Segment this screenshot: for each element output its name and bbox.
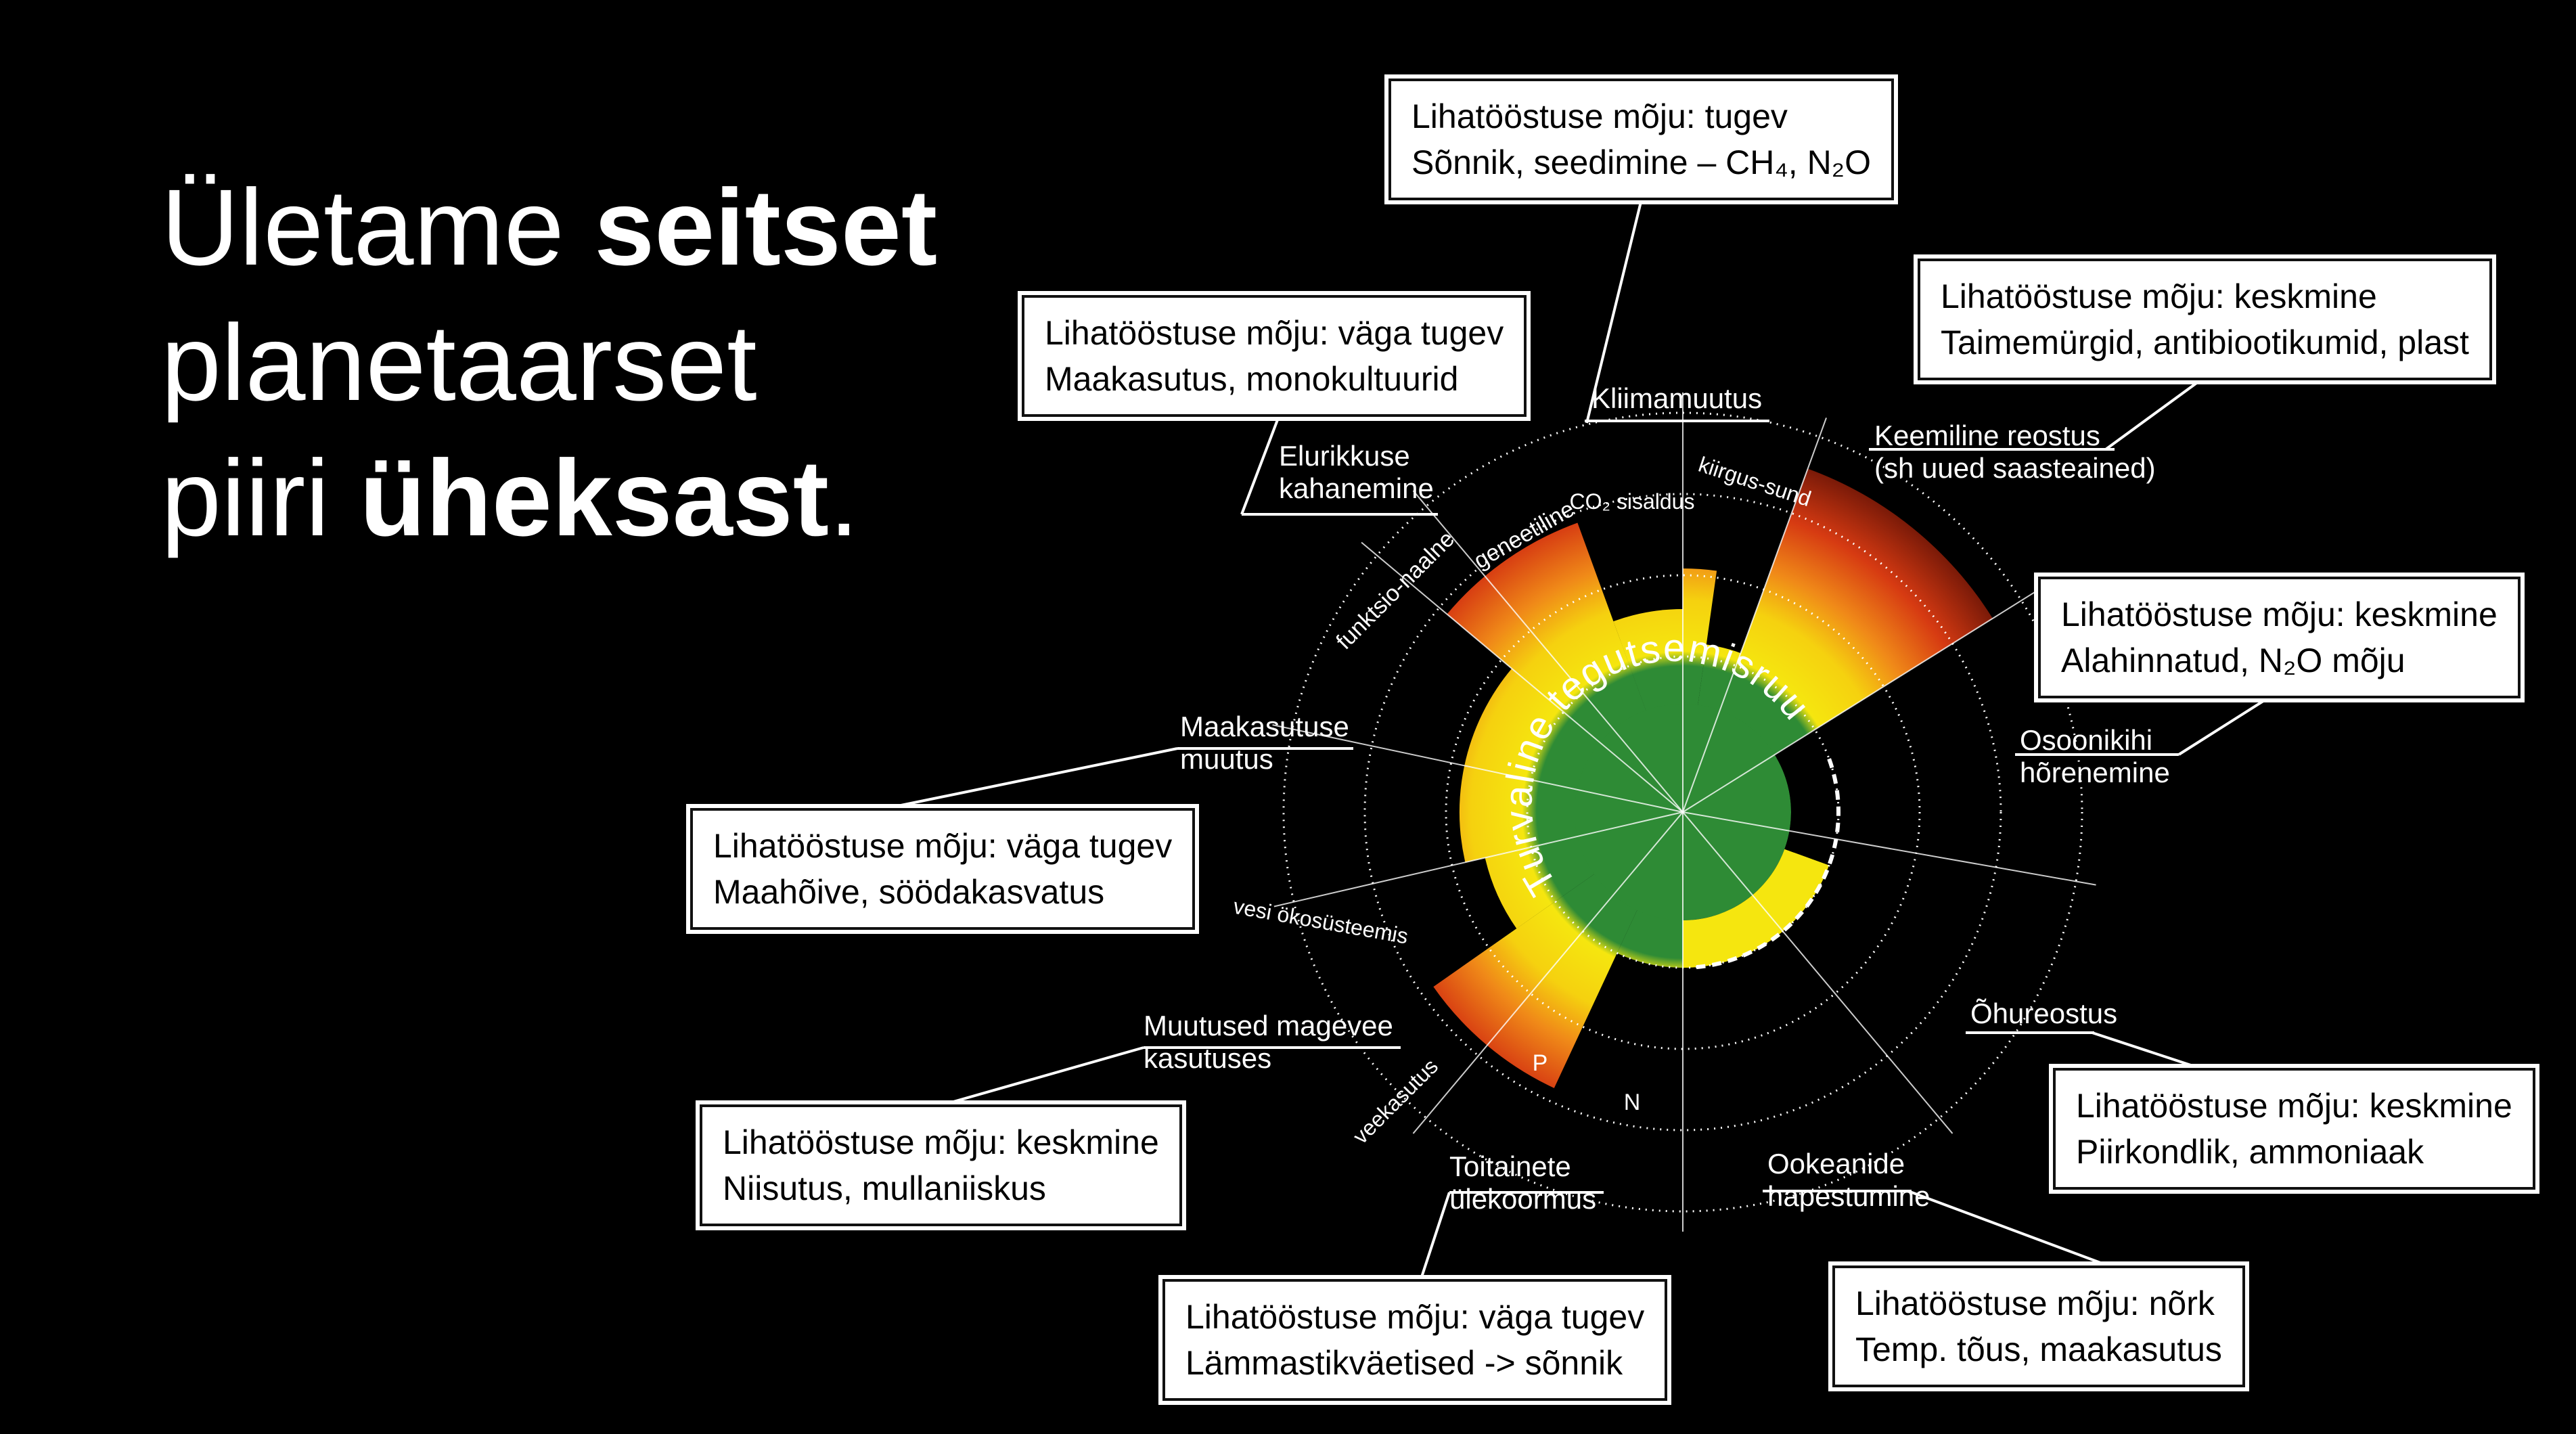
spoke-3	[1682, 589, 2039, 813]
headline-part3: piiri	[161, 437, 360, 558]
label-water-l2: kasutuses	[1144, 1042, 1272, 1074]
overshoot-sector-8	[1459, 765, 1683, 863]
label-chemical: Keemiline reostus(sh uued saasteained)	[1874, 420, 2156, 485]
headline: Ületame seitset planetaarset piiri üheks…	[161, 160, 937, 566]
callout-ozone-line2: Alahinnatud, N₂O mõju	[2061, 642, 2405, 679]
safe-zone-notch	[1776, 753, 1801, 853]
label-nutrients-l2: ülekoormus	[1449, 1183, 1597, 1215]
callout-nutrients-line1: Lihatööstuse mõju: väga tugev	[1185, 1298, 1645, 1336]
headline-bold3: üheksast	[359, 437, 830, 558]
leader-water	[943, 1046, 1144, 1106]
leader-lines	[887, 187, 2282, 1280]
leader-chemical	[2104, 367, 2217, 451]
spoke-5	[1682, 811, 1953, 1134]
callout-air-line2: Piirkondlik, ammoniaak	[2076, 1133, 2424, 1171]
sub-label-green-water: vesi ökosüsteemis	[1231, 894, 1410, 949]
callout-ocean-line2: Temp. tõus, maakasutus	[1855, 1330, 2222, 1368]
leader-air	[2092, 1031, 2200, 1069]
callout-ocean-line1: Lihatööstuse mõju: nõrk	[1855, 1284, 2215, 1322]
callout-chemical-line2: Taimemürgid, antibiootikumid, plast	[1941, 323, 2469, 361]
spoke-7	[1412, 811, 1684, 1134]
sector-dividers	[1272, 393, 2096, 1232]
callout-chemical-line1: Lihatööstuse mõju: keskmine	[1941, 277, 2377, 315]
callout-biodiversity-line2: Maakasutus, monokultuurid	[1045, 360, 1459, 398]
label-land-l1: Maakasutuse	[1180, 711, 1349, 742]
spoke-10	[1361, 541, 1684, 813]
spoke-0	[1412, 490, 1684, 813]
leader-ocean	[1907, 1190, 2108, 1267]
callout-nutrients-line2: Lämmastikväetised -> sõnnik	[1185, 1344, 1623, 1382]
leader-land	[887, 747, 1178, 809]
label-climate-l1: Kliimamuutus	[1591, 382, 1763, 414]
safe-zone-yellow-band	[1683, 849, 1830, 968]
label-water-l1: Muutused magevee	[1144, 1010, 1393, 1041]
spoke-4	[1682, 811, 2096, 886]
sub-label-p: P	[1533, 1050, 1548, 1076]
label-land-l2: muutus	[1180, 743, 1273, 775]
label-ocean-l2: hapestumine	[1767, 1180, 1930, 1212]
overshoot-sector-4	[1683, 468, 1993, 812]
label-nutrients-l1: Toitainete	[1449, 1150, 1571, 1182]
spoke-8	[1273, 811, 1684, 908]
callout-water-line1: Lihatööstuse mõju: keskmine	[723, 1123, 1159, 1161]
ring-1	[1445, 574, 1921, 1050]
callout-ozone-line1: Lihatööstuse mõju: keskmine	[2061, 596, 2498, 633]
leader-ozone	[2177, 689, 2282, 756]
label-ozone-l1: Osoonikihi	[2020, 724, 2153, 756]
sub-label-n: N	[1624, 1090, 1641, 1115]
callout-land-line1: Lihatööstuse mõju: väga tugev	[713, 827, 1173, 865]
headline-line2: planetaarset	[161, 302, 757, 423]
label-chemical-l2: (sh uued saasteained)	[1874, 452, 2156, 484]
headline-end: .	[829, 437, 859, 558]
label-air: Õhureostus	[1970, 998, 2117, 1030]
label-chemical-l1: Keemiline reostus	[1874, 420, 2100, 451]
label-ocean-l1: Ookeanide	[1767, 1148, 1905, 1180]
callout-air-line1: Lihatööstuse mõju: keskmine	[2076, 1087, 2512, 1125]
callout-water-line2: Niisutus, mullaniiskus	[723, 1169, 1046, 1207]
headline-bold1: seitset	[594, 166, 938, 288]
label-air-l1: Õhureostus	[1970, 998, 2118, 1029]
callout-land-line2: Maahõive, söödakasvatus	[713, 873, 1105, 911]
spoke-9	[1272, 724, 1684, 813]
leader-climate	[1585, 187, 1646, 424]
label-climate: Kliimamuutus	[1591, 382, 1762, 415]
ring-2	[1363, 493, 2002, 1131]
leader-nutrients	[1420, 1192, 1451, 1280]
sub-label-co2: CO₂ sisaldus	[1570, 489, 1695, 514]
label-ozone-l2: hõrenemine	[2020, 757, 2170, 788]
callout-biodiversity-line1: Lihatööstuse mõju: väga tugev	[1045, 314, 1504, 352]
headline-part1: Ületame	[161, 166, 595, 288]
callout-climate-line2: Sõnnik, seedimine – CH₄, N₂O	[1411, 143, 1871, 181]
spoke-2	[1682, 418, 1827, 813]
label-biodiversity-l2: kahanemine	[1279, 472, 1434, 504]
label-biodiversity-l1: Elurikkuse	[1279, 440, 1410, 472]
callout-climate-line1: Lihatööstuse mõju: tugev	[1411, 97, 1788, 135]
leader-biodiversity	[1240, 407, 1284, 515]
